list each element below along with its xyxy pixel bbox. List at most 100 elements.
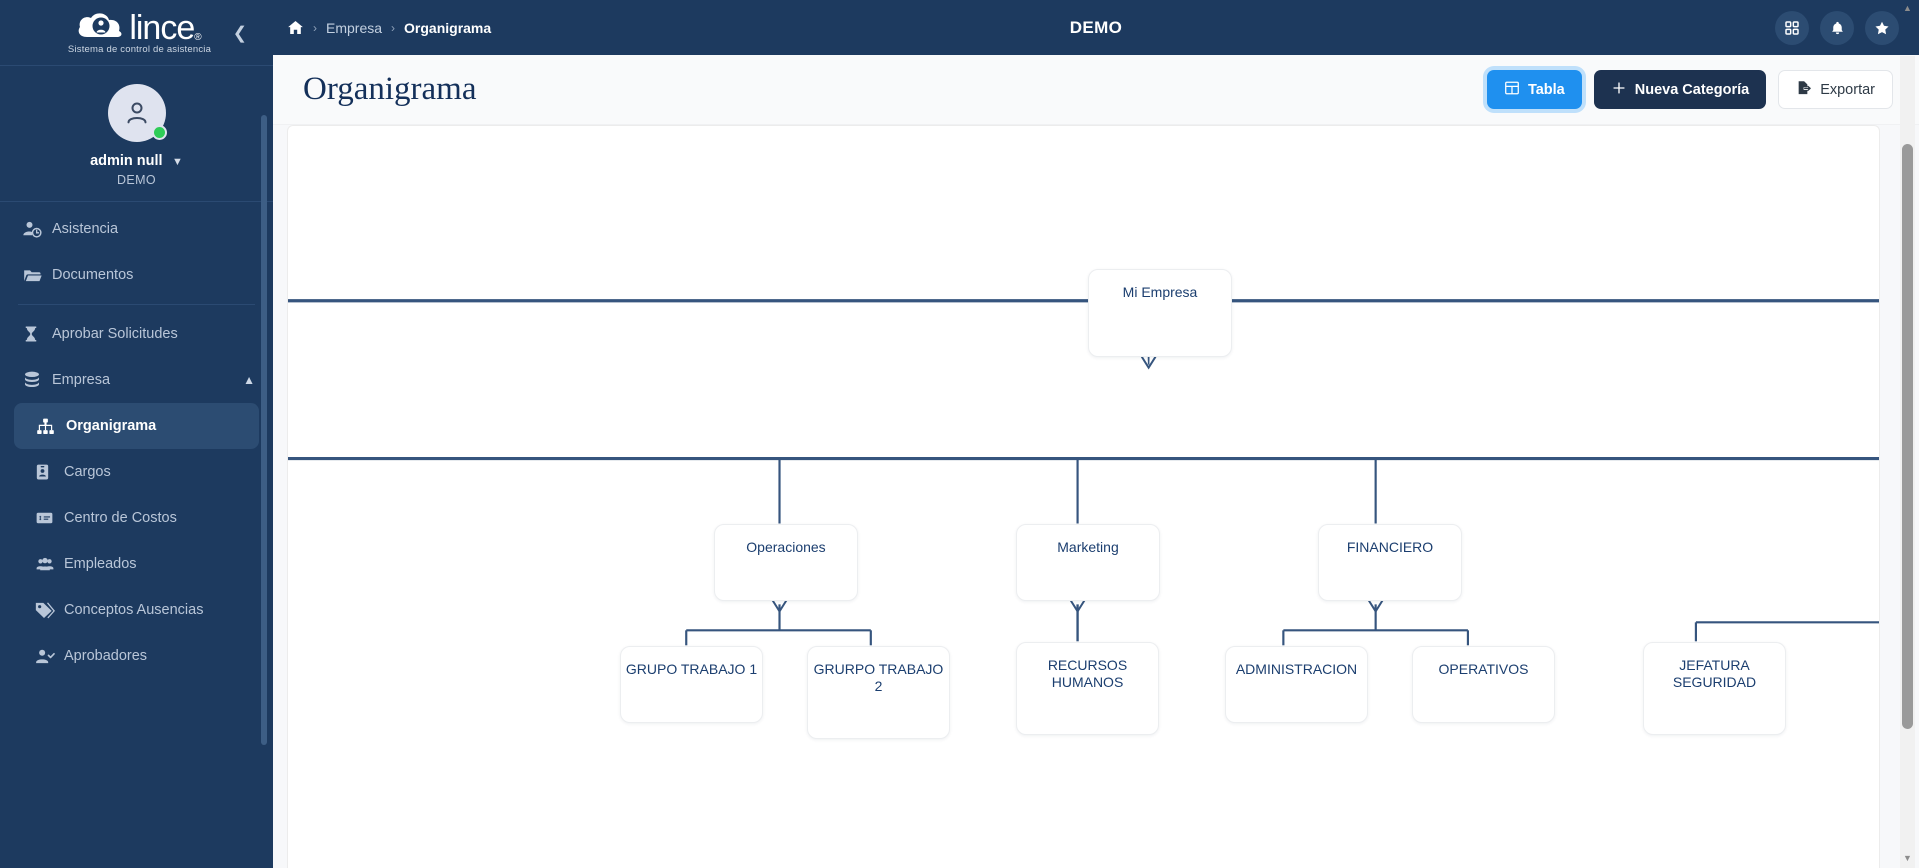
topbar-actions: [1775, 10, 1899, 45]
tag-icon: [34, 600, 64, 620]
table-icon: [1504, 80, 1520, 100]
org-node-label: Mi Empresa: [1122, 284, 1198, 300]
sidebar-item-centro-de-costos[interactable]: Centro de Costos: [0, 495, 273, 541]
org-node-operativos[interactable]: OPERATIVOS: [1412, 646, 1555, 723]
sitemap-icon: [36, 417, 66, 436]
hourglass-icon: [22, 324, 52, 344]
exportar-button-label: Exportar: [1820, 81, 1875, 98]
topbar-title: DEMO: [1069, 17, 1123, 37]
breadcrumb-item-organigrama: Organigrama: [404, 19, 492, 36]
home-icon[interactable]: [287, 19, 304, 36]
sidebar-item-label: Conceptos Ausencias: [64, 601, 204, 618]
breadcrumb: › Empresa › Organigrama: [287, 19, 491, 36]
org-node-financiero[interactable]: FINANCIERO: [1318, 524, 1462, 601]
sidebar-scrollbar[interactable]: [261, 115, 267, 745]
breadcrumb-separator: ›: [391, 20, 396, 35]
sidebar-item-label: Empresa: [52, 371, 111, 388]
org-node-mi-empresa[interactable]: Mi Empresa: [1088, 269, 1232, 357]
sidebar-item-label: Empleados: [64, 555, 137, 572]
profile-name: admin null: [90, 153, 163, 169]
breadcrumb-item-empresa[interactable]: Empresa: [326, 19, 383, 36]
sidebar-item-cargos[interactable]: Cargos: [0, 449, 273, 495]
page-header: Organigrama Tabla: [273, 55, 1919, 125]
org-chart-connectors: [288, 299, 1879, 646]
avatar[interactable]: [107, 84, 167, 142]
org-node-label: GRURPO TRABAJO 2: [813, 661, 944, 694]
org-node-label: RECURSOS HUMANOS: [1047, 657, 1128, 690]
plus-icon: [1611, 80, 1627, 100]
sidebar-divider: [18, 304, 255, 305]
org-node-recursos-humanos[interactable]: RECURSOS HUMANOS: [1016, 642, 1159, 735]
file-export-icon: [1796, 80, 1812, 100]
org-node-label: FINANCIERO: [1346, 539, 1434, 555]
scroll-down-arrow-icon[interactable]: ▼: [1903, 853, 1912, 863]
breadcrumb-separator: ›: [313, 20, 317, 35]
sidebar-collapse-chevron-left-icon[interactable]: ❮: [232, 23, 247, 42]
sidebar-item-asistencia[interactable]: Asistencia: [0, 206, 273, 252]
exportar-button[interactable]: Exportar: [1778, 70, 1893, 109]
sidebar: lince ® Sistema de control de asistencia…: [0, 0, 273, 868]
id-badge-icon: [34, 462, 64, 482]
sidebar-item-label: Aprobadores: [64, 647, 148, 664]
apps-grid-icon[interactable]: [1775, 10, 1809, 45]
org-node-label: GRUPO TRABAJO 1: [625, 661, 758, 677]
page-scrollbar[interactable]: ▲ ▼: [1900, 3, 1915, 868]
nueva-categoria-button-label: Nueva Categoría: [1634, 81, 1750, 98]
brand-header: lince ® Sistema de control de asistencia…: [0, 0, 273, 66]
page-title: Organigrama: [303, 71, 477, 107]
sidebar-item-aprobar-solicitudes[interactable]: Aprobar Solicitudes: [0, 311, 273, 357]
user-clock-icon: [22, 219, 52, 239]
org-node-administracion[interactable]: ADMINISTRACION: [1225, 646, 1368, 723]
profile-block: admin null ▼ DEMO: [0, 66, 273, 202]
app-logo[interactable]: lince ® Sistema de control de asistencia: [68, 11, 211, 55]
org-node-label: JEFATURA SEGURIDAD: [1672, 657, 1757, 690]
sidebar-item-label: Organigrama: [66, 417, 157, 434]
star-icon[interactable]: [1865, 10, 1899, 45]
profile-name-row[interactable]: admin null ▼: [0, 152, 273, 170]
sidebar-item-label: Centro de Costos: [64, 509, 177, 526]
cloud-logo-icon: [77, 11, 129, 43]
main-area: › Empresa › Organigrama DEMO: [273, 0, 1919, 868]
folder-open-icon: [22, 265, 52, 285]
org-node-grurpo-trabajo-2[interactable]: GRURPO TRABAJO 2: [807, 646, 950, 739]
sidebar-item-label: Documentos: [52, 266, 134, 283]
org-node-label: Operaciones: [746, 539, 826, 555]
topbar: › Empresa › Organigrama DEMO: [273, 0, 1919, 55]
sidebar-item-label: Aprobar Solicitudes: [52, 325, 178, 342]
tabla-button-label: Tabla: [1527, 81, 1565, 98]
bell-icon[interactable]: [1820, 10, 1854, 45]
sidebar-item-label: Asistencia: [52, 220, 119, 237]
sidebar-item-conceptos-ausencias[interactable]: Conceptos Ausencias: [0, 587, 273, 633]
scroll-up-arrow-icon[interactable]: ▲: [1903, 3, 1912, 13]
tabla-button[interactable]: Tabla: [1486, 70, 1582, 109]
status-badge-online: [151, 125, 167, 140]
money-check-icon: [34, 509, 64, 527]
sidebar-item-empleados[interactable]: Empleados: [0, 541, 273, 587]
sidebar-item-empresa[interactable]: Empresa ▲: [0, 357, 273, 403]
sidebar-item-aprobadores[interactable]: Aprobadores: [0, 633, 273, 679]
sidebar-nav: Asistencia Documentos Aprob: [0, 202, 273, 679]
profile-org: DEMO: [116, 173, 157, 187]
sidebar-item-documentos[interactable]: Documentos: [0, 252, 273, 298]
sidebar-item-organigrama[interactable]: Organigrama: [14, 403, 259, 449]
scrollbar-thumb[interactable]: [1902, 144, 1913, 729]
org-node-label: ADMINISTRACION: [1235, 661, 1358, 677]
chevron-up-icon[interactable]: ▲: [243, 373, 255, 387]
users-icon: [34, 555, 64, 573]
brand-registered: ®: [194, 31, 202, 43]
org-node-grupo-trabajo-1[interactable]: GRUPO TRABAJO 1: [620, 646, 763, 723]
database-icon: [22, 370, 52, 390]
chevron-down-icon: ▼: [172, 156, 183, 168]
org-node-label: OPERATIVOS: [1438, 661, 1529, 677]
org-node-jefatura-seguridad[interactable]: JEFATURA SEGURIDAD: [1643, 642, 1786, 735]
org-node-label: Marketing: [1057, 539, 1119, 555]
org-node-marketing[interactable]: Marketing: [1016, 524, 1160, 601]
sidebar-item-label: Cargos: [64, 463, 111, 480]
org-node-operaciones[interactable]: Operaciones: [714, 524, 858, 601]
nueva-categoria-button[interactable]: Nueva Categoría: [1593, 70, 1767, 109]
page-actions: Tabla Nueva Categoría: [1486, 70, 1893, 109]
user-check-icon: [34, 647, 64, 666]
